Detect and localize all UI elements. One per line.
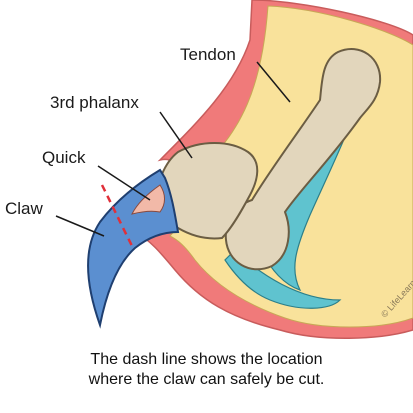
quick-leader — [97, 165, 151, 201]
second-phalanx-bone — [224, 47, 382, 271]
claw-leader — [55, 215, 105, 237]
cut-dash-line — [100, 184, 134, 247]
label-phalanx: 3rd phalanx — [50, 93, 139, 112]
tendon-leader — [256, 61, 291, 103]
caption-line-1: The dash line shows the location — [90, 351, 323, 368]
label-claw: Claw — [5, 199, 44, 218]
label-quick: Quick — [42, 148, 86, 167]
phalanx-leader — [159, 111, 193, 159]
caption: The dash line shows the location where t… — [0, 350, 413, 390]
caption-line-2: where the claw can safely be cut. — [88, 371, 325, 388]
label-tendon: Tendon — [180, 45, 236, 64]
